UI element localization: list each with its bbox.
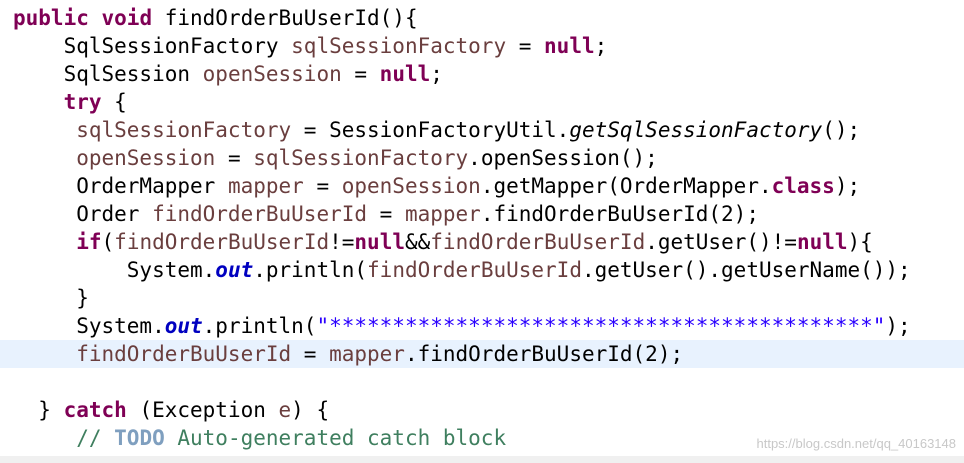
code-token: openSession	[341, 174, 481, 198]
code-token: null	[796, 230, 848, 254]
code-token: sqlSessionFactory	[253, 146, 469, 170]
code-token: Auto-generated catch block	[164, 426, 507, 450]
code-token: );	[885, 314, 911, 338]
code-line[interactable]: if(findOrderBuUserId!=null&&findOrderBuU…	[0, 228, 964, 256]
code-line[interactable]: OrderMapper mapper = openSession.getMapp…	[0, 172, 964, 200]
code-token: mapper	[227, 174, 304, 198]
code-token: ){	[847, 230, 873, 254]
code-line[interactable]: System.out.println(findOrderBuUserId.get…	[0, 256, 964, 284]
code-token: null	[354, 230, 405, 254]
code-token: findOrderBuUserId	[114, 230, 330, 254]
code-token: ();	[822, 118, 861, 142]
code-token: =	[367, 202, 405, 226]
code-token: =	[506, 34, 545, 58]
code-line[interactable]: sqlSessionFactory = SessionFactoryUtil.g…	[0, 116, 964, 144]
code-token: findOrderBuUserId	[76, 342, 292, 366]
code-token: sqlSessionFactory	[291, 34, 507, 58]
code-token: );	[834, 174, 861, 198]
code-token: null	[544, 34, 595, 58]
code-token: null	[379, 62, 431, 86]
code-token: =	[341, 62, 380, 86]
code-token: findOrderBuUserId	[367, 258, 582, 282]
watermark: https://blog.csdn.net/qq_40163148	[756, 436, 957, 451]
code-token: .getUser().getUserName());	[581, 258, 911, 282]
code-token: }	[13, 286, 89, 310]
code-line[interactable]: }	[0, 284, 964, 312]
code-token	[13, 426, 76, 450]
code-line[interactable]: Order findOrderBuUserId = mapper.findOrd…	[0, 200, 964, 228]
code-token	[13, 118, 76, 142]
code-token: findOrderBuUserId	[430, 230, 646, 254]
code-token: ;	[594, 34, 608, 58]
code-token: =	[215, 146, 254, 170]
code-token: {	[101, 90, 127, 114]
code-token: mapper	[404, 202, 481, 226]
code-line[interactable]: public void findOrderBuUserId(){	[0, 4, 964, 32]
code-token: openSession	[76, 146, 216, 170]
code-token: TODO	[114, 426, 165, 450]
code-token	[13, 90, 64, 114]
code-token: SqlSessionFactory	[13, 34, 292, 58]
code-line[interactable]: } catch (Exception e) {	[0, 396, 964, 424]
code-token: .openSession();	[468, 146, 658, 170]
code-token: mapper	[329, 342, 405, 366]
code-token: findOrderBuUserId(){	[152, 6, 418, 30]
code-token: "***************************************…	[316, 314, 886, 338]
code-token: try	[63, 90, 102, 114]
code-token: findOrderBuUserId	[152, 202, 368, 226]
code-token: &&	[404, 230, 431, 254]
code-token: System.	[13, 314, 165, 338]
code-token: OrderMapper	[13, 174, 228, 198]
code-token: System.	[13, 258, 216, 282]
code-token: getSqlSessionFactory	[569, 118, 823, 142]
code-line[interactable]: SqlSessionFactory sqlSessionFactory = nu…	[0, 32, 964, 60]
code-line[interactable]: // TODO Auto-generated catch block	[0, 424, 964, 452]
code-token: class	[771, 174, 835, 198]
code-token: ;	[430, 62, 443, 86]
code-line[interactable]: openSession = sqlSessionFactory.openSess…	[0, 144, 964, 172]
code-token: SqlSession	[13, 62, 203, 86]
code-token: openSession	[202, 62, 342, 86]
code-token: !=	[329, 230, 355, 254]
code-token: .findOrderBuUserId(2);	[480, 202, 759, 226]
code-token	[89, 6, 102, 30]
code-token: void	[101, 6, 153, 30]
code-token	[13, 146, 76, 170]
code-token: .findOrderBuUserId(2);	[404, 342, 684, 366]
code-token	[13, 230, 76, 254]
code-token	[13, 342, 76, 366]
code-token: out	[164, 314, 203, 338]
code-token: out	[215, 258, 254, 282]
code-token: = SessionFactoryUtil.	[291, 118, 570, 142]
code-token: catch	[63, 398, 127, 422]
current-code-line[interactable]: findOrderBuUserId = mapper.findOrderBuUs…	[0, 340, 964, 368]
code-token: public	[13, 6, 89, 30]
code-token: sqlSessionFactory	[76, 118, 292, 142]
code-token: if	[76, 230, 102, 254]
code-token: Order	[13, 202, 153, 226]
code-line[interactable]: System.out.println("********************…	[0, 312, 964, 340]
code-token: }	[13, 398, 64, 422]
code-token: .println(	[202, 314, 317, 338]
code-line[interactable]	[0, 368, 964, 396]
code-token: (Exception	[126, 398, 279, 422]
code-token: =	[291, 342, 330, 366]
code-token: .getMapper(OrderMapper.	[480, 174, 772, 198]
horizontal-scrollbar[interactable]	[0, 456, 964, 463]
code-token: ) {	[291, 398, 330, 422]
code-token: =	[303, 174, 342, 198]
code-token: .getUser()!=	[645, 230, 797, 254]
code-line[interactable]: SqlSession openSession = null;	[0, 60, 964, 88]
code-token: .println(	[253, 258, 368, 282]
code-token: e	[278, 398, 292, 422]
code-token: (	[101, 230, 115, 254]
code-line[interactable]: try {	[0, 88, 964, 116]
code-token: //	[76, 426, 115, 450]
